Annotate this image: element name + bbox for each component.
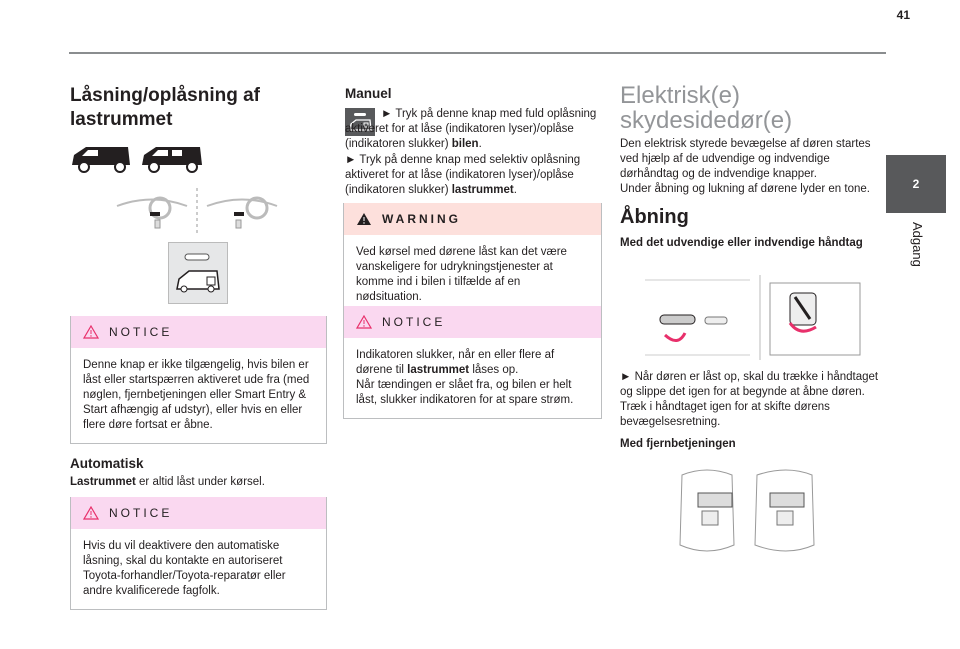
manual-p2-bold: lastrummet <box>451 184 514 196</box>
right-title-line2: skydesidedør(e) <box>620 107 793 134</box>
right-intro-1: Den elektrisk styrede bevægelse af døren… <box>620 138 871 180</box>
notice-box-1: NOTICE Denne knap er ikke tilgængelig, h… <box>70 316 327 444</box>
manual-heading: Manuel <box>345 86 392 101</box>
notice3-text-c: Når tændingen er slået fra, og bilen er … <box>356 379 574 406</box>
header-rule <box>69 52 886 54</box>
left-title-line1: Låsning/oplåsning af <box>70 85 261 106</box>
right-intro: Den elektrisk styrede bevægelse af døren… <box>620 137 882 197</box>
notice-box-3: NOTICE Indikatoren slukker, når en eller… <box>343 306 602 419</box>
auto-rest: er altid låst under kørsel. <box>135 476 265 488</box>
warning-triangle-icon <box>356 315 372 329</box>
van-icon <box>142 147 202 173</box>
auto-bold: Lastrummet <box>70 476 136 488</box>
remote-heading: Med fjernbetjeningen <box>620 438 736 450</box>
left-title-line2: lastrummet <box>70 109 173 130</box>
warning-triangle-icon <box>357 213 371 225</box>
manual-p1-bold: bilen <box>451 138 479 150</box>
notice-body: Denne knap er ikke tilgængelig, hvis bil… <box>83 359 310 431</box>
manual-paragraph-1: ► Tryk på denne knap med fuld oplåsning … <box>345 107 600 152</box>
chapter-label: Adgang <box>910 222 925 267</box>
right-intro-2: Under åbning og lukning af dørene lyder … <box>620 183 870 195</box>
notice3-bold: lastrummet <box>407 364 470 376</box>
auto-heading: Automatisk <box>70 456 144 471</box>
van-icons <box>70 143 205 175</box>
manual-p2-text: ► Tryk på denne knap med selektiv oplåsn… <box>345 154 581 196</box>
opening-heading: Åbning <box>620 206 689 228</box>
warning-triangle-icon <box>83 325 99 339</box>
page-number: 41 <box>896 8 910 22</box>
door-handle-diagram <box>640 275 875 360</box>
lock-button-icon <box>345 108 375 136</box>
manual-p1-text: ► Tryk på denne knap med fuld oplåsning … <box>345 108 597 150</box>
right-title-line1: Elektrisk(e) <box>620 82 741 109</box>
van-icon <box>72 147 130 173</box>
notice3-text-b: låses op. <box>469 364 519 376</box>
warning-box: WARNING Ved kørsel med dørene låst kan d… <box>343 203 602 316</box>
left-title: Låsning/oplåsning af lastrummet <box>70 84 330 132</box>
warning-body: Ved kørsel med dørene låst kan det være … <box>356 246 567 303</box>
manual-paragraph-2: ► Tryk på denne knap med selektiv oplåsn… <box>345 153 600 198</box>
pull-arrow-icon <box>788 322 817 333</box>
handle-text: ► Når døren er låst op, skal du trække i… <box>620 371 879 428</box>
chapter-label-box: Adgang <box>886 212 946 282</box>
notice-box-2: NOTICE Hvis du vil deaktivere den automa… <box>70 497 327 610</box>
chapter-tab[interactable]: 2 <box>886 155 946 213</box>
notice-body: Indikatoren slukker, når en eller flere … <box>344 338 601 418</box>
warning-triangle-icon <box>83 506 99 520</box>
notice-header: NOTICE <box>109 325 173 339</box>
remote-keys-diagram <box>672 465 842 560</box>
notice-header: NOTICE <box>382 315 446 329</box>
manual-p1-end: . <box>478 138 482 150</box>
pull-arrow-icon <box>663 332 687 342</box>
notice3-text-a: Indikatoren slukker, når en eller flere … <box>356 349 555 376</box>
dashboard-diagram <box>112 188 282 233</box>
handle-heading: Med det udvendige eller indvendige håndt… <box>620 237 863 249</box>
right-title: Elektrisk(e) skydesidedør(e) <box>620 83 880 133</box>
warning-header: WARNING <box>382 212 461 226</box>
notice-header: NOTICE <box>109 506 173 520</box>
notice-body: Hvis du vil deaktivere den automatiske l… <box>83 540 286 597</box>
auto-text: Lastrummet er altid låst under kørsel. <box>70 475 330 490</box>
chapter-number: 2 <box>912 177 920 191</box>
manual-p2-end: . <box>513 184 517 196</box>
cargo-lock-button-illustration <box>168 242 228 304</box>
